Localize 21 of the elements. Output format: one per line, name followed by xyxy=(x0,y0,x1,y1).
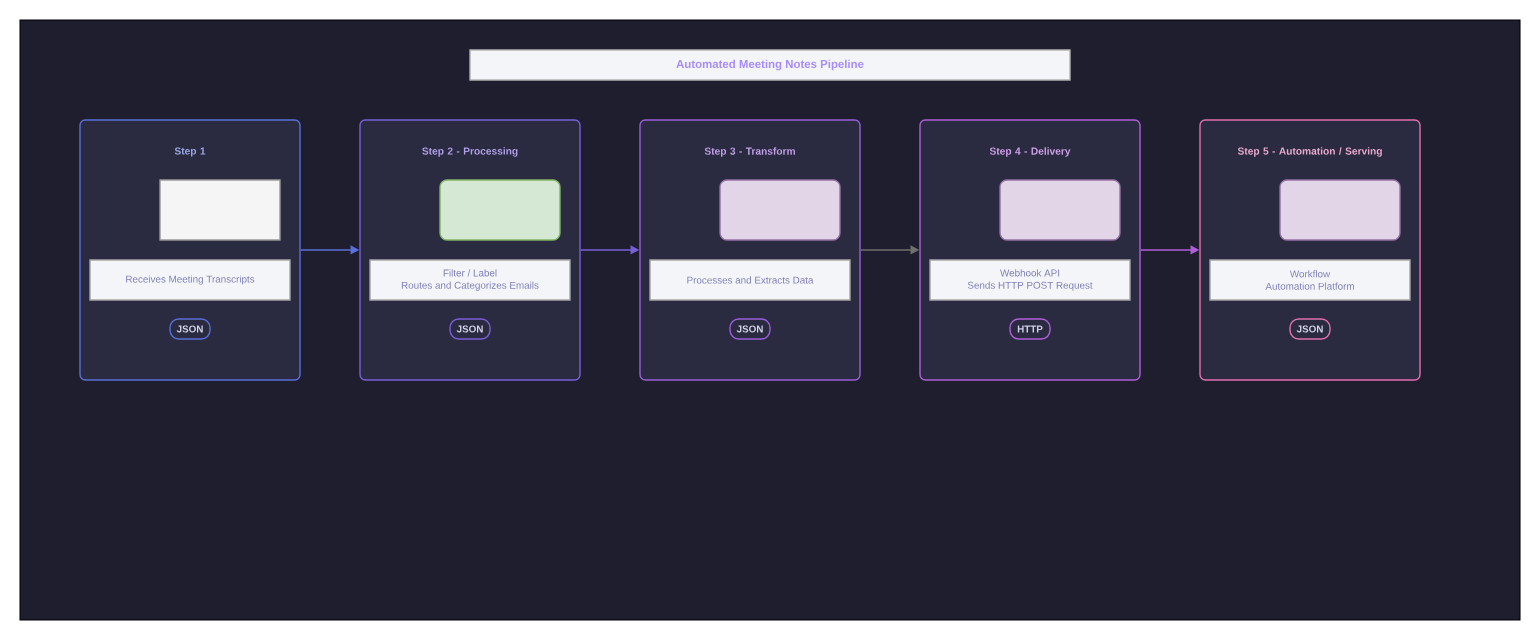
step-label: Step 3 - Transform xyxy=(704,147,795,157)
description-box: Webhook API Sends HTTP POST Request xyxy=(929,259,1131,301)
description-box: Processes and Extracts Data xyxy=(649,259,851,301)
format-badge: JSON xyxy=(729,318,771,340)
icon-box xyxy=(1279,179,1401,241)
icon-box xyxy=(159,179,281,241)
format-badge: JSON xyxy=(1289,318,1331,340)
step-label: Step 4 - Delivery xyxy=(989,147,1071,157)
step-label: Step 2 - Processing xyxy=(422,147,518,157)
icon-box xyxy=(719,179,841,241)
format-badge: JSON xyxy=(169,318,211,340)
step-label: Step 5 - Automation / Serving xyxy=(1237,147,1382,157)
icon-box xyxy=(439,179,561,241)
description-box: Workflow Automation Platform xyxy=(1209,259,1411,301)
description-box: Receives Meeting Transcripts xyxy=(89,259,291,301)
title-box: Automated Meeting Notes Pipeline xyxy=(469,49,1071,81)
format-badge: JSON xyxy=(449,318,491,340)
step-label: Step 1 xyxy=(174,147,206,157)
icon-box xyxy=(999,179,1121,241)
description-box: Filter / Label Routes and Categorizes Emails xyxy=(369,259,571,301)
format-badge: HTTP xyxy=(1009,318,1051,340)
